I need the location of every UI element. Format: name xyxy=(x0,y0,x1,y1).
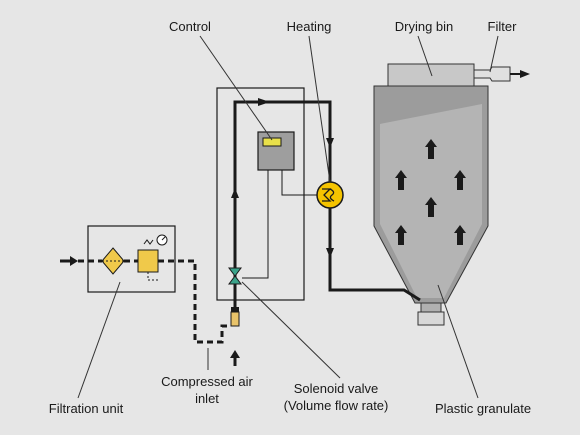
inlet-arrow-icon xyxy=(70,256,78,266)
controller xyxy=(242,131,317,279)
filter-body xyxy=(473,66,511,82)
flow-arrow-icon xyxy=(326,248,334,258)
up-arrow-icon xyxy=(395,170,407,190)
label-filter: Filter xyxy=(488,19,518,34)
drying-bin-lid xyxy=(387,63,475,87)
label-filtration-unit: Filtration unit xyxy=(49,401,124,416)
solenoid-valve xyxy=(228,267,242,285)
up-arrow-icon xyxy=(395,225,407,245)
label-compressed-air-line2: inlet xyxy=(195,391,219,406)
heater-icon xyxy=(316,181,344,209)
label-plastic-granulate: Plastic granulate xyxy=(435,401,531,416)
airflow-arrows xyxy=(395,139,466,245)
leader-lines xyxy=(77,35,499,399)
up-arrow-icon xyxy=(454,225,466,245)
label-solenoid-line2: (Volume flow rate) xyxy=(284,398,389,413)
filter xyxy=(473,66,530,82)
label-heating: Heating xyxy=(287,19,332,34)
label-drying-bin: Drying bin xyxy=(395,19,454,34)
inlet-fitting xyxy=(230,307,240,327)
air-up-arrow-icon xyxy=(230,350,240,358)
compressed-air-line xyxy=(60,256,240,366)
heater xyxy=(316,181,344,209)
drying-bin xyxy=(373,63,489,326)
label-compressed-air-line1: Compressed air xyxy=(161,374,253,389)
controller-display xyxy=(262,137,282,147)
label-solenoid-line1: Solenoid valve xyxy=(294,381,379,396)
exhaust-arrow-icon xyxy=(520,70,530,78)
up-arrow-icon xyxy=(454,170,466,190)
bin-outlet-flange xyxy=(417,311,445,326)
filter-element-icon xyxy=(101,247,125,275)
valve-bottom-icon xyxy=(228,275,242,285)
label-control: Control xyxy=(169,19,211,34)
valve-top-icon xyxy=(228,267,242,277)
up-arrow-icon xyxy=(425,139,437,159)
spring-icon xyxy=(143,239,154,245)
regulator-icon xyxy=(137,249,159,273)
flow-arrow-icon xyxy=(326,138,334,148)
up-arrow-icon xyxy=(425,197,437,217)
inlet-coupling xyxy=(230,311,240,327)
air-pipe xyxy=(231,98,421,315)
bin-outlet xyxy=(420,302,442,313)
flow-arrow-icon xyxy=(231,188,239,198)
flow-arrow-icon xyxy=(258,98,270,106)
